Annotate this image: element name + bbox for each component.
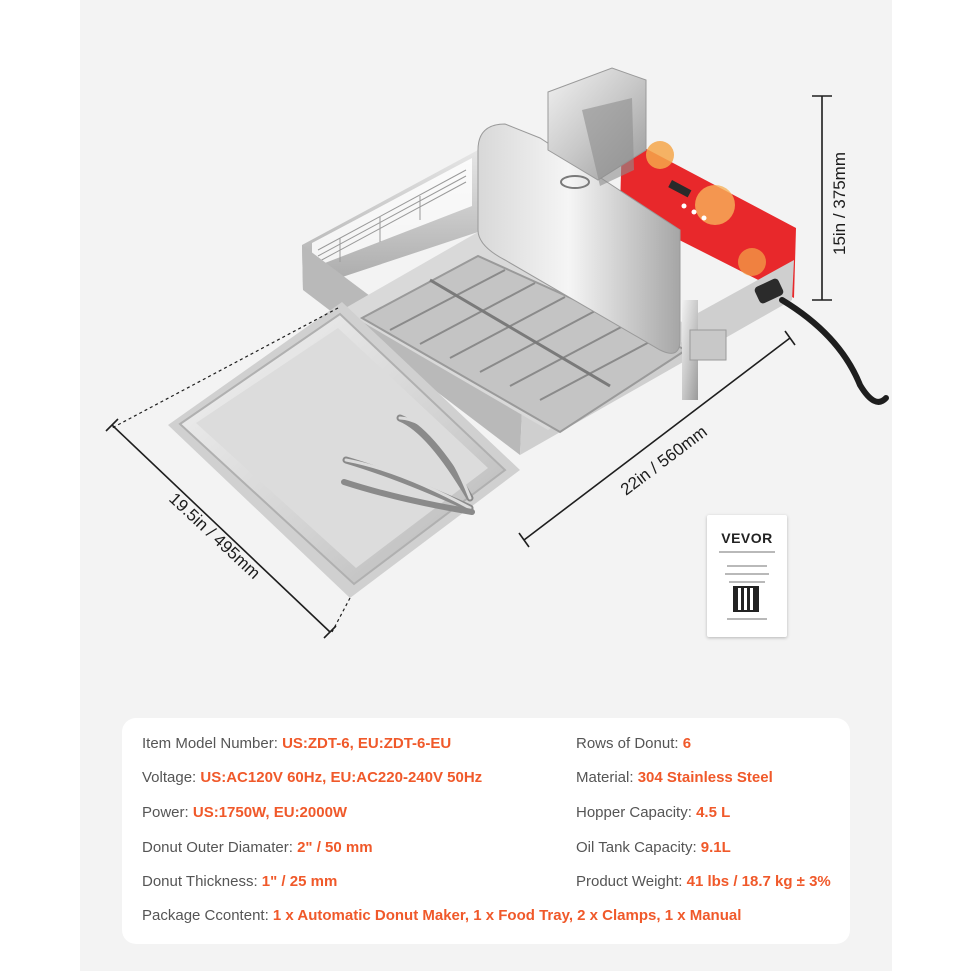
side-post bbox=[682, 300, 727, 400]
manual-brand-logo: VEVOR bbox=[721, 530, 773, 546]
spec-item-model-number: Item Model Number: US:ZDT-6, EU:ZDT-6-EU bbox=[142, 735, 451, 752]
width-dimension-label: 19.5in / 495mm bbox=[165, 489, 264, 583]
food-tray bbox=[168, 302, 520, 598]
spec-label: Power: bbox=[142, 804, 189, 821]
spec-label: Hopper Capacity: bbox=[576, 804, 692, 821]
manual-text-line bbox=[729, 581, 765, 583]
spec-value: 6 bbox=[682, 735, 692, 752]
spec-value: US:1750W, EU:2000W bbox=[192, 804, 348, 821]
spec-label: Package Ccontent: bbox=[142, 907, 269, 924]
spec-value: 4.5 L bbox=[696, 804, 731, 821]
manual-text-line bbox=[727, 618, 767, 620]
donut-maker-illustration: 15in / 375mm 22in / 560mm 19.5in / 495mm bbox=[105, 67, 889, 639]
height-dimension-label: 15in / 375mm bbox=[830, 152, 849, 255]
spec-label: Material: bbox=[576, 769, 634, 786]
conveyor-rows bbox=[359, 254, 689, 434]
spec-material: Material: 304 Stainless Steel bbox=[576, 769, 773, 786]
spec-value: 9.1L bbox=[700, 839, 731, 856]
spec-oil-tank-capacity: Oil Tank Capacity: 9.1L bbox=[576, 839, 731, 856]
spec-value: 1" / 25 mm bbox=[261, 873, 338, 890]
clamps bbox=[341, 414, 475, 515]
spec-donut-thickness: Donut Thickness: 1" / 25 mm bbox=[142, 873, 337, 890]
height-dimension: 15in / 375mm bbox=[812, 95, 849, 301]
spec-label: Item Model Number: bbox=[142, 735, 278, 752]
back-side-panel bbox=[302, 150, 478, 290]
control-panel bbox=[620, 136, 796, 298]
spec-label: Product Weight: bbox=[576, 873, 683, 890]
spec-hopper-capacity: Hopper Capacity: 4.5 L bbox=[576, 804, 730, 821]
dough-hopper bbox=[477, 67, 681, 354]
spec-value: 304 Stainless Steel bbox=[637, 769, 773, 786]
spec-power: Power: US:1750W, EU:2000W bbox=[142, 804, 347, 821]
spec-label: Oil Tank Capacity: bbox=[576, 839, 697, 856]
spec-label: Voltage: bbox=[142, 769, 197, 786]
specifications-panel: Item Model Number: US:ZDT-6, EU:ZDT-6-EU… bbox=[122, 718, 850, 944]
spec-voltage: Voltage: US:AC120V 60Hz, EU:AC220-240V 5… bbox=[142, 769, 482, 786]
manual-text-line bbox=[727, 565, 767, 567]
manual-text-line bbox=[725, 573, 769, 575]
spec-label: Donut Outer Diamater: bbox=[142, 839, 293, 856]
qr-code-icon bbox=[733, 586, 759, 612]
spec-value: 41 lbs / 18.7 kg ± 3% bbox=[686, 873, 831, 890]
spec-value: US:AC120V 60Hz, EU:AC220-240V 50Hz bbox=[200, 769, 483, 786]
spec-package-content: Package Ccontent: 1 x Automatic Donut Ma… bbox=[142, 907, 741, 924]
spec-product-weight: Product Weight: 41 lbs / 18.7 kg ± 3% bbox=[576, 873, 831, 890]
spec-rows-of-donut: Rows of Donut: 6 bbox=[576, 735, 691, 752]
spec-value: 2" / 50 mm bbox=[297, 839, 373, 856]
power-cord bbox=[754, 278, 889, 405]
spec-donut-outer-diameter: Donut Outer Diamater: 2" / 50 mm bbox=[142, 839, 373, 856]
user-manual: VEVOR bbox=[707, 515, 787, 637]
manual-text-line bbox=[719, 551, 775, 553]
spec-label: Donut Thickness: bbox=[142, 873, 258, 890]
spec-value: US:ZDT-6, EU:ZDT-6-EU bbox=[282, 735, 452, 752]
spec-value: 1 x Automatic Donut Maker, 1 x Food Tray… bbox=[272, 907, 742, 924]
spec-label: Rows of Donut: bbox=[576, 735, 679, 752]
